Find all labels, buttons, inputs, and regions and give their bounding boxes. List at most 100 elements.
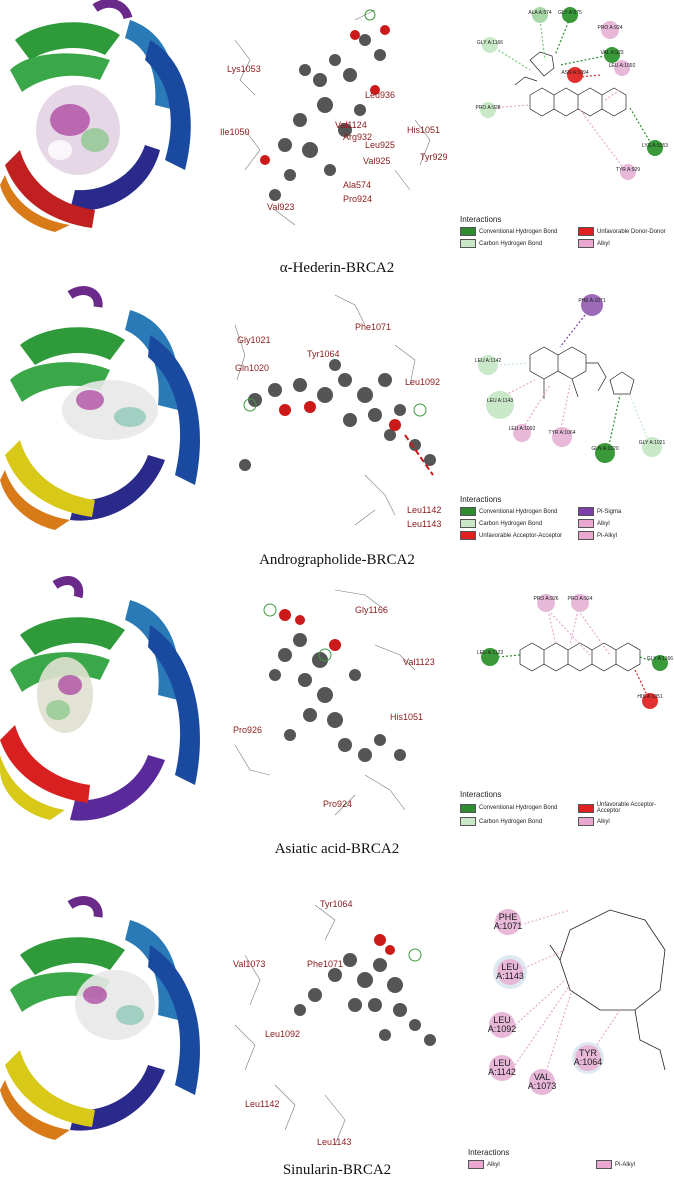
legend-swatch — [578, 519, 594, 528]
legend-swatch — [460, 531, 476, 540]
ligand-3d-binding-image: Phe1071 Gly1021 Tyr1064 Gln1020 Leu1092 … — [234, 294, 441, 529]
legend-title: Interactions — [460, 790, 502, 799]
residue-node-label: PRO A:928 — [475, 105, 501, 111]
residue-label: Gly1166 — [355, 605, 388, 615]
legend-title: Interactions — [460, 215, 502, 224]
panel-caption: Sinularin-BRCA2 — [282, 1162, 392, 1178]
legend-swatch — [578, 803, 594, 813]
residue-label: Leu925 — [365, 140, 395, 150]
residue-node-label: LEU A:1092 — [487, 1015, 517, 1035]
ligand-3d-binding-image: Gly1166 Val1123 His1051 Pro926 Pro924 — [233, 589, 435, 816]
legend-swatch — [578, 227, 594, 236]
residue-node-label: GLY A:1166 — [646, 656, 674, 662]
residue-node-label: GLY A:575 — [558, 10, 582, 16]
legend-title: Interactions — [460, 495, 502, 504]
residue-label: Leu1092 — [405, 377, 440, 387]
residue-label: Leu1143 — [317, 1137, 351, 1147]
panel-caption: Asiatic acid-BRCA2 — [274, 841, 400, 857]
residue-node-label: HIS A:1051 — [637, 694, 663, 700]
residue-node-label: PHE A:1071 — [493, 912, 523, 932]
legend-label: Carbon Hydrogen Bond — [479, 240, 543, 247]
residue-label: Leu1142 — [407, 505, 441, 515]
interaction-legend: Interactions Alkyl Pi-Alkyl — [468, 1148, 674, 1169]
legend-label: Alkyl — [487, 1161, 500, 1168]
residue-label: Lys1053 — [227, 64, 261, 74]
legend-swatch — [460, 227, 476, 236]
residue-label: Tyr1064 — [320, 899, 353, 909]
residue-node-label: LEU A:1142 — [488, 1058, 516, 1078]
ligand-3d-binding-image: Lys1053 Ile1050 Val1124 Arg932 Leu936 Le… — [220, 9, 448, 226]
panel-andrographolide: Phe1071 Gly1021 Tyr1064 Gln1020 Leu1092 … — [0, 285, 674, 575]
residue-node-label: TYR A:1064 — [573, 1048, 603, 1068]
legend-label: Conventional Hydrogen Bond — [479, 805, 558, 811]
residue-node-label: LEU A:1143 — [496, 962, 524, 982]
residue-label: Arg932 — [343, 132, 372, 142]
ligand-3d-binding-image: Tyr1064 Val1073 Phe1071 Leu1092 Leu1142 … — [233, 899, 436, 1147]
residue-label: Phe1071 — [355, 322, 391, 332]
interaction-2d-diagram — [478, 294, 662, 463]
residue-label: Leu936 — [365, 90, 395, 100]
residue-label: Leu1143 — [407, 519, 441, 529]
legend-swatch — [578, 507, 594, 516]
residue-label: Val925 — [363, 156, 390, 166]
legend-label: Alkyl — [597, 520, 610, 527]
panel-sinularin: Tyr1064 Val1073 Phe1071 Leu1092 Leu1142 … — [0, 865, 674, 1179]
residue-label: Phe1071 — [307, 959, 343, 969]
protein-ribbon-image — [0, 576, 200, 821]
legend-swatch — [460, 803, 476, 813]
legend-label: Conventional Hydrogen Bond — [479, 228, 558, 235]
residue-label: Pro926 — [233, 725, 262, 735]
panel-asiatic-acid: Gly1166 Val1123 His1051 Pro926 Pro924 In… — [0, 575, 674, 865]
residue-label: Leu1092 — [265, 1029, 300, 1039]
residue-node-label: TYR A:929 — [615, 167, 641, 173]
residue-label: His1051 — [390, 712, 423, 722]
residue-node-label: LYS A:1053 — [641, 143, 669, 149]
legend-label: Carbon Hydrogen Bond — [479, 520, 543, 527]
legend-title: Interactions — [468, 1148, 510, 1157]
legend-label: Alkyl — [597, 818, 610, 825]
legend-swatch — [460, 239, 476, 248]
interaction-legend: Interactions Conventional Hydrogen Bond … — [460, 215, 674, 248]
legend-label: Pi-Alkyl — [597, 532, 618, 539]
legend-label: Unfavorable Acceptor-Acceptor — [479, 532, 563, 539]
residue-label: Pro924 — [323, 799, 352, 809]
legend-label: Conventional Hydrogen Bond — [479, 508, 558, 515]
interaction-legend: Interactions Conventional Hydrogen Bond … — [460, 790, 674, 826]
residue-node-label: PRO A:924 — [597, 25, 623, 31]
residue-label: Gln1020 — [235, 363, 269, 373]
legend-label: Alkyl — [597, 240, 610, 247]
residue-label: Ile1050 — [220, 127, 250, 137]
residue-node-label: GLN A:1020 — [591, 446, 619, 452]
residue-node-label: LEU A:1142 — [474, 358, 502, 364]
residue-label: Leu1142 — [245, 1099, 279, 1109]
legend-label: Unfavorable Acceptor-Acceptor — [596, 802, 657, 814]
residue-label: Val1123 — [403, 657, 435, 667]
panel-alpha-hederin: Lys1053 Ile1050 Val1124 Arg932 Leu936 Le… — [0, 0, 674, 285]
protein-ribbon-image — [0, 286, 200, 530]
legend-label: Unfavorable Donor-Donor — [597, 228, 666, 235]
residue-node-label: VAL A:1073 — [527, 1072, 557, 1092]
residue-label: Val1073 — [233, 959, 265, 969]
panel-caption: Andrographolide-BRCA2 — [259, 552, 415, 568]
legend-swatch — [460, 519, 476, 528]
residue-label: Tyr1064 — [307, 349, 340, 359]
residue-node-label: PRO A:926 — [533, 596, 559, 602]
residue-node-label: PHE A:1071 — [578, 298, 606, 304]
residue-node-label: LEU A:1092 — [608, 63, 636, 69]
residue-label: Pro924 — [343, 194, 372, 204]
residue-node-label: ALA A:574 — [528, 10, 552, 16]
residue-node-group — [480, 7, 663, 180]
interaction-2d-diagram — [481, 594, 668, 709]
interaction-2d-diagram — [480, 7, 663, 180]
residue-node-label: TYR A:1064 — [548, 430, 576, 436]
residue-node-label: PRO A:924 — [567, 596, 593, 602]
residue-node-label: GLY A:1021 — [638, 440, 666, 446]
residue-node-label: LEU A:1143 — [486, 398, 514, 404]
legend-swatch — [596, 1160, 612, 1169]
residue-node-label: ASN A:1094 — [561, 70, 589, 76]
legend-swatch — [460, 817, 476, 826]
residue-label: His1051 — [407, 125, 440, 135]
interaction-2d-diagram — [489, 909, 666, 1095]
residue-label: Ala574 — [343, 180, 371, 190]
panel-caption: α-Hederin-BRCA2 — [279, 260, 395, 276]
